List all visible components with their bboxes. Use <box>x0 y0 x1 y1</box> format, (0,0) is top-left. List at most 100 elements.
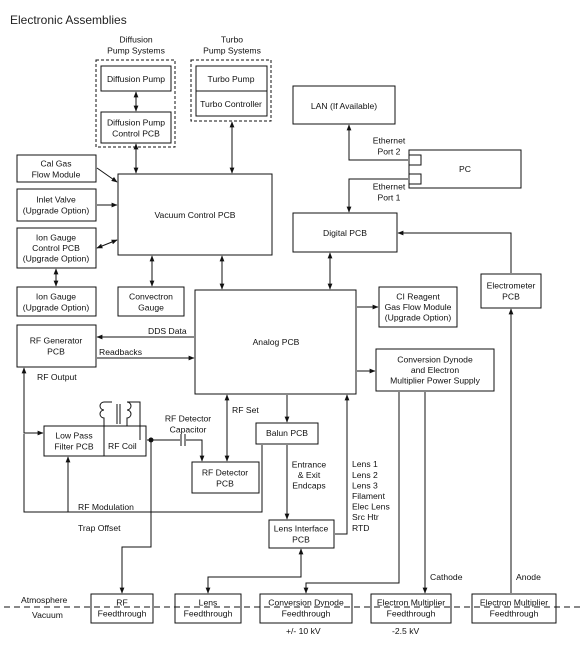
text-line: Pump Systems <box>107 45 165 55</box>
text-line: Endcaps <box>292 481 325 491</box>
text-line: Multiplier Power Supply <box>390 376 480 386</box>
turbo-pump-label: Turbo Pump <box>208 74 255 84</box>
rf-set-label: RF Set <box>232 405 259 415</box>
text-line: (Upgrade Option) <box>23 302 90 312</box>
text-line: Feedthrough <box>184 608 233 618</box>
turbo-pump-box: Turbo Pump <box>195 65 268 92</box>
text-line: Elec Lens <box>352 502 390 512</box>
text-line: Analog PCB <box>253 337 300 347</box>
text-line: RF Detector <box>202 468 248 478</box>
text-line: Ion Gauge <box>36 292 76 302</box>
atmosphere-label: Atmosphere <box>21 595 68 605</box>
text-line: Convectron <box>129 292 173 302</box>
text-line: & Exit <box>298 470 321 480</box>
text-line: Balun PCB <box>266 428 308 438</box>
text-line: Turbo <box>221 35 243 45</box>
text-line: LAN (If Available) <box>311 101 377 111</box>
vacuum-label: Vacuum <box>32 610 63 620</box>
text-line: Port 2 <box>378 146 401 156</box>
vacuum-control-pcb-label: Vacuum Control PCB <box>154 210 235 220</box>
text-line: Flow Module <box>32 169 81 179</box>
vacuum-control-pcb-box: Vacuum Control PCB <box>117 173 273 256</box>
text-line: Pump Systems <box>203 45 261 55</box>
text-line: PCB <box>47 346 65 356</box>
text-line: Lens <box>199 598 218 608</box>
dds-data-label: DDS Data <box>148 326 187 336</box>
text-line: Electrometer <box>487 281 536 291</box>
turbo-group-frame <box>190 59 272 122</box>
text-line: Electron Multiplier <box>377 598 445 608</box>
trap-offset-label: Trap Offset <box>78 523 121 533</box>
pc-box: PC <box>408 149 522 189</box>
ion-gauge-label: Ion Gauge(Upgrade Option) <box>23 292 90 313</box>
text-line: (Upgrade Option) <box>23 254 90 264</box>
text-line: Lens 1 <box>352 459 378 469</box>
text-line: Inlet Valve <box>36 195 76 205</box>
text-line: Conversion Dynode <box>268 598 344 608</box>
voltage-2-5kv-label: -2.5 kV <box>392 626 419 636</box>
text-line: Lens Interface <box>274 524 329 534</box>
text-line: PCB <box>502 291 520 301</box>
turbo-controller-label: Turbo Controller <box>200 99 262 109</box>
text-line: Diffusion Pump <box>107 74 165 84</box>
balun-pcb-label: Balun PCB <box>266 428 308 438</box>
text-line: RF <box>116 598 127 608</box>
diagram-title: Electronic Assemblies <box>10 13 127 27</box>
text-line: RF Detector <box>165 414 211 424</box>
balun-pcb-box: Balun PCB <box>255 422 319 445</box>
text-line: Feedthrough <box>387 608 436 618</box>
pc-label: PC <box>459 164 471 174</box>
rf-coil-label: RF Coil <box>108 441 137 451</box>
text-line: Ethernet <box>373 136 406 146</box>
text-line: (Upgrade Option) <box>385 313 452 323</box>
text-line: Diffusion <box>119 35 153 45</box>
text-line: (Upgrade Option) <box>23 205 90 215</box>
text-line: CI Reagent <box>396 291 440 301</box>
rf-output-label: RF Output <box>37 372 77 382</box>
text-line: Filament <box>352 491 386 501</box>
inlet-valve-box: Inlet Valve(Upgrade Option) <box>16 188 97 222</box>
text-line: Gas Flow Module <box>385 302 452 312</box>
voltage-10kv-label: +/- 10 kV <box>286 626 321 636</box>
analog-pcb-box: Analog PCB <box>194 289 357 395</box>
text-line: Control PCB <box>32 243 80 253</box>
text-line: Electron Multiplier <box>480 598 548 608</box>
text-line: Control PCB <box>112 128 160 138</box>
readbacks-label: Readbacks <box>99 347 142 357</box>
text-line: Gauge <box>138 302 164 312</box>
inlet-valve-label: Inlet Valve(Upgrade Option) <box>23 195 90 216</box>
text-line: Ion Gauge <box>36 232 76 242</box>
rf-modulation-label: RF Modulation <box>78 502 134 512</box>
connectors <box>4 91 580 608</box>
text-line: Lens 3 <box>352 480 378 490</box>
analog-pcb-label: Analog PCB <box>253 337 300 347</box>
text-line: Filter PCB <box>54 441 93 451</box>
text-line: Turbo Controller <box>200 99 262 109</box>
